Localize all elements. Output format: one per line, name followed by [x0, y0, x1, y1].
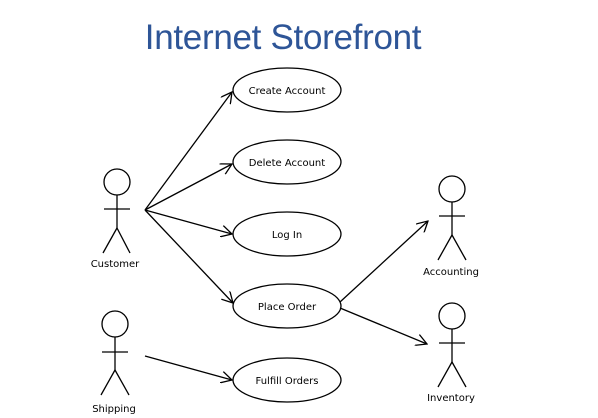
actor-accounting: [437, 175, 467, 261]
arrow-customer-create-account: [144, 92, 232, 211]
arrow-place-order-inventory: [339, 307, 427, 344]
use-case-label-place-order: Place Order: [258, 302, 317, 313]
arrow-customer-delete-account: [144, 164, 232, 211]
use-case-label-delete-account: Delete Account: [249, 158, 325, 169]
shipping-head: [101, 310, 129, 338]
use-case-label-fulfill-orders: Fulfill Orders: [256, 376, 319, 387]
actor-label-customer: Customer: [91, 259, 140, 270]
use-case-label-create-account: Create Account: [249, 86, 326, 97]
arrow-customer-log-in: [144, 209, 232, 234]
use-case-delete-account: [232, 139, 342, 185]
actor-customer: [102, 168, 131, 254]
actor-label-inventory: Inventory: [427, 393, 475, 404]
inventory-head: [438, 302, 466, 330]
actor-shipping: [100, 310, 130, 396]
actor-label-accounting: Accounting: [423, 267, 479, 278]
accounting-head: [438, 175, 466, 203]
actor-inventory: [437, 302, 467, 388]
diagram-title: Internet Storefront: [144, 18, 422, 57]
use-case-place-order: [232, 283, 342, 329]
customer-head: [103, 168, 131, 196]
arrow-shipping-fulfill-orders: [144, 355, 232, 380]
actor-label-shipping: Shipping: [92, 404, 136, 415]
arrow-place-order-accounting: [339, 221, 428, 303]
use-case-create-account: [232, 67, 342, 113]
arrow-customer-place-order: [144, 209, 233, 303]
use-case-label-log-in: Log In: [272, 230, 302, 241]
